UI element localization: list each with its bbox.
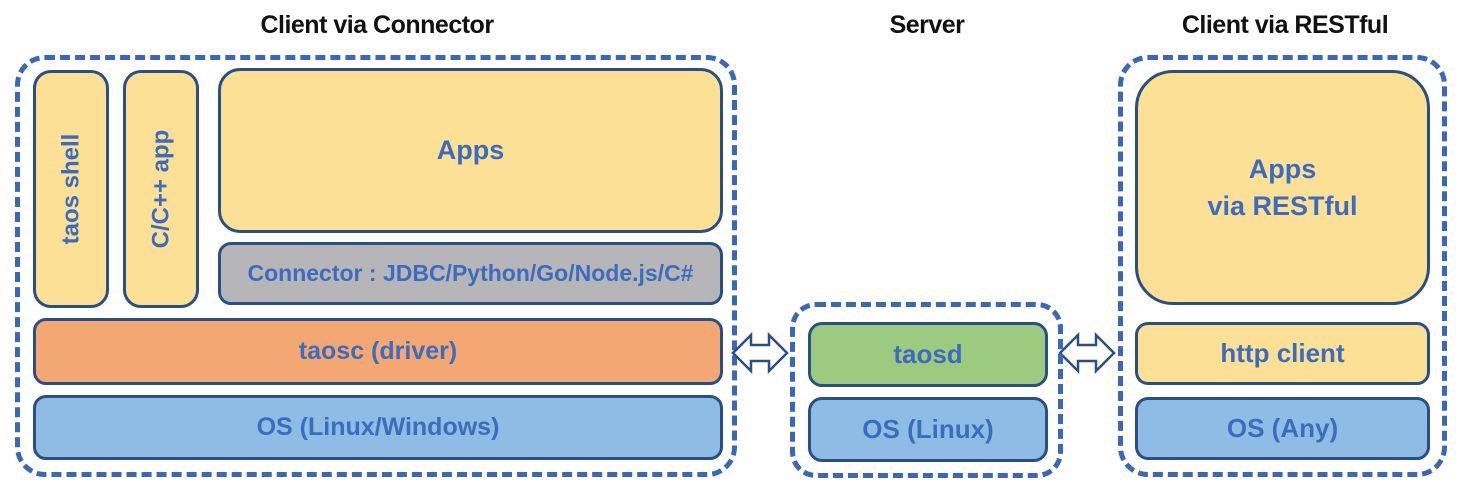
server-group xyxy=(790,302,1063,478)
server-title: Server xyxy=(889,11,965,39)
taosc-driver-box: taosc (driver) xyxy=(33,318,723,385)
client-via-connector-title: Client via Connector xyxy=(260,11,494,39)
os-linux-windows-box: OS (Linux/Windows) xyxy=(33,395,723,460)
os-linux-windows-label: OS (Linux/Windows) xyxy=(256,413,500,441)
http-client-box: http client xyxy=(1135,322,1430,385)
cpp-app-label: C/C++ app xyxy=(147,129,175,249)
os-any-box: OS (Any) xyxy=(1135,397,1430,460)
taos-shell-box: taos shell xyxy=(33,70,109,308)
apps-box: Apps xyxy=(218,68,723,233)
os-any-label: OS (Any) xyxy=(1226,413,1339,443)
client-server-bidirectional-arrow-icon xyxy=(731,331,789,375)
cpp-app-box: C/C++ app xyxy=(123,70,199,308)
apps-via-restful-box: Apps via RESTful xyxy=(1135,70,1430,305)
client-connector-group xyxy=(15,55,737,477)
client-restful-group xyxy=(1118,55,1447,477)
taos-shell-label: taos shell xyxy=(57,133,84,245)
apps-via-restful-label: Apps via RESTful xyxy=(1207,154,1358,221)
server-os-linux-label: OS (Linux) xyxy=(862,414,994,444)
apps-label: Apps xyxy=(436,135,505,165)
server-restful-bidirectional-arrow-icon xyxy=(1058,331,1116,375)
taosc-driver-label: taosc (driver) xyxy=(298,337,458,365)
http-client-label: http client xyxy=(1220,338,1345,368)
connector-label: Connector : JDBC/Python/Go/Node.js/C# xyxy=(247,260,694,286)
taosd-label: taosd xyxy=(893,339,963,369)
taosd-box: taosd xyxy=(808,322,1048,387)
connector-box: Connector : JDBC/Python/Go/Node.js/C# xyxy=(218,242,723,305)
server-os-linux-box: OS (Linux) xyxy=(808,397,1048,462)
client-via-restful-title: Client via RESTful xyxy=(1181,11,1389,39)
